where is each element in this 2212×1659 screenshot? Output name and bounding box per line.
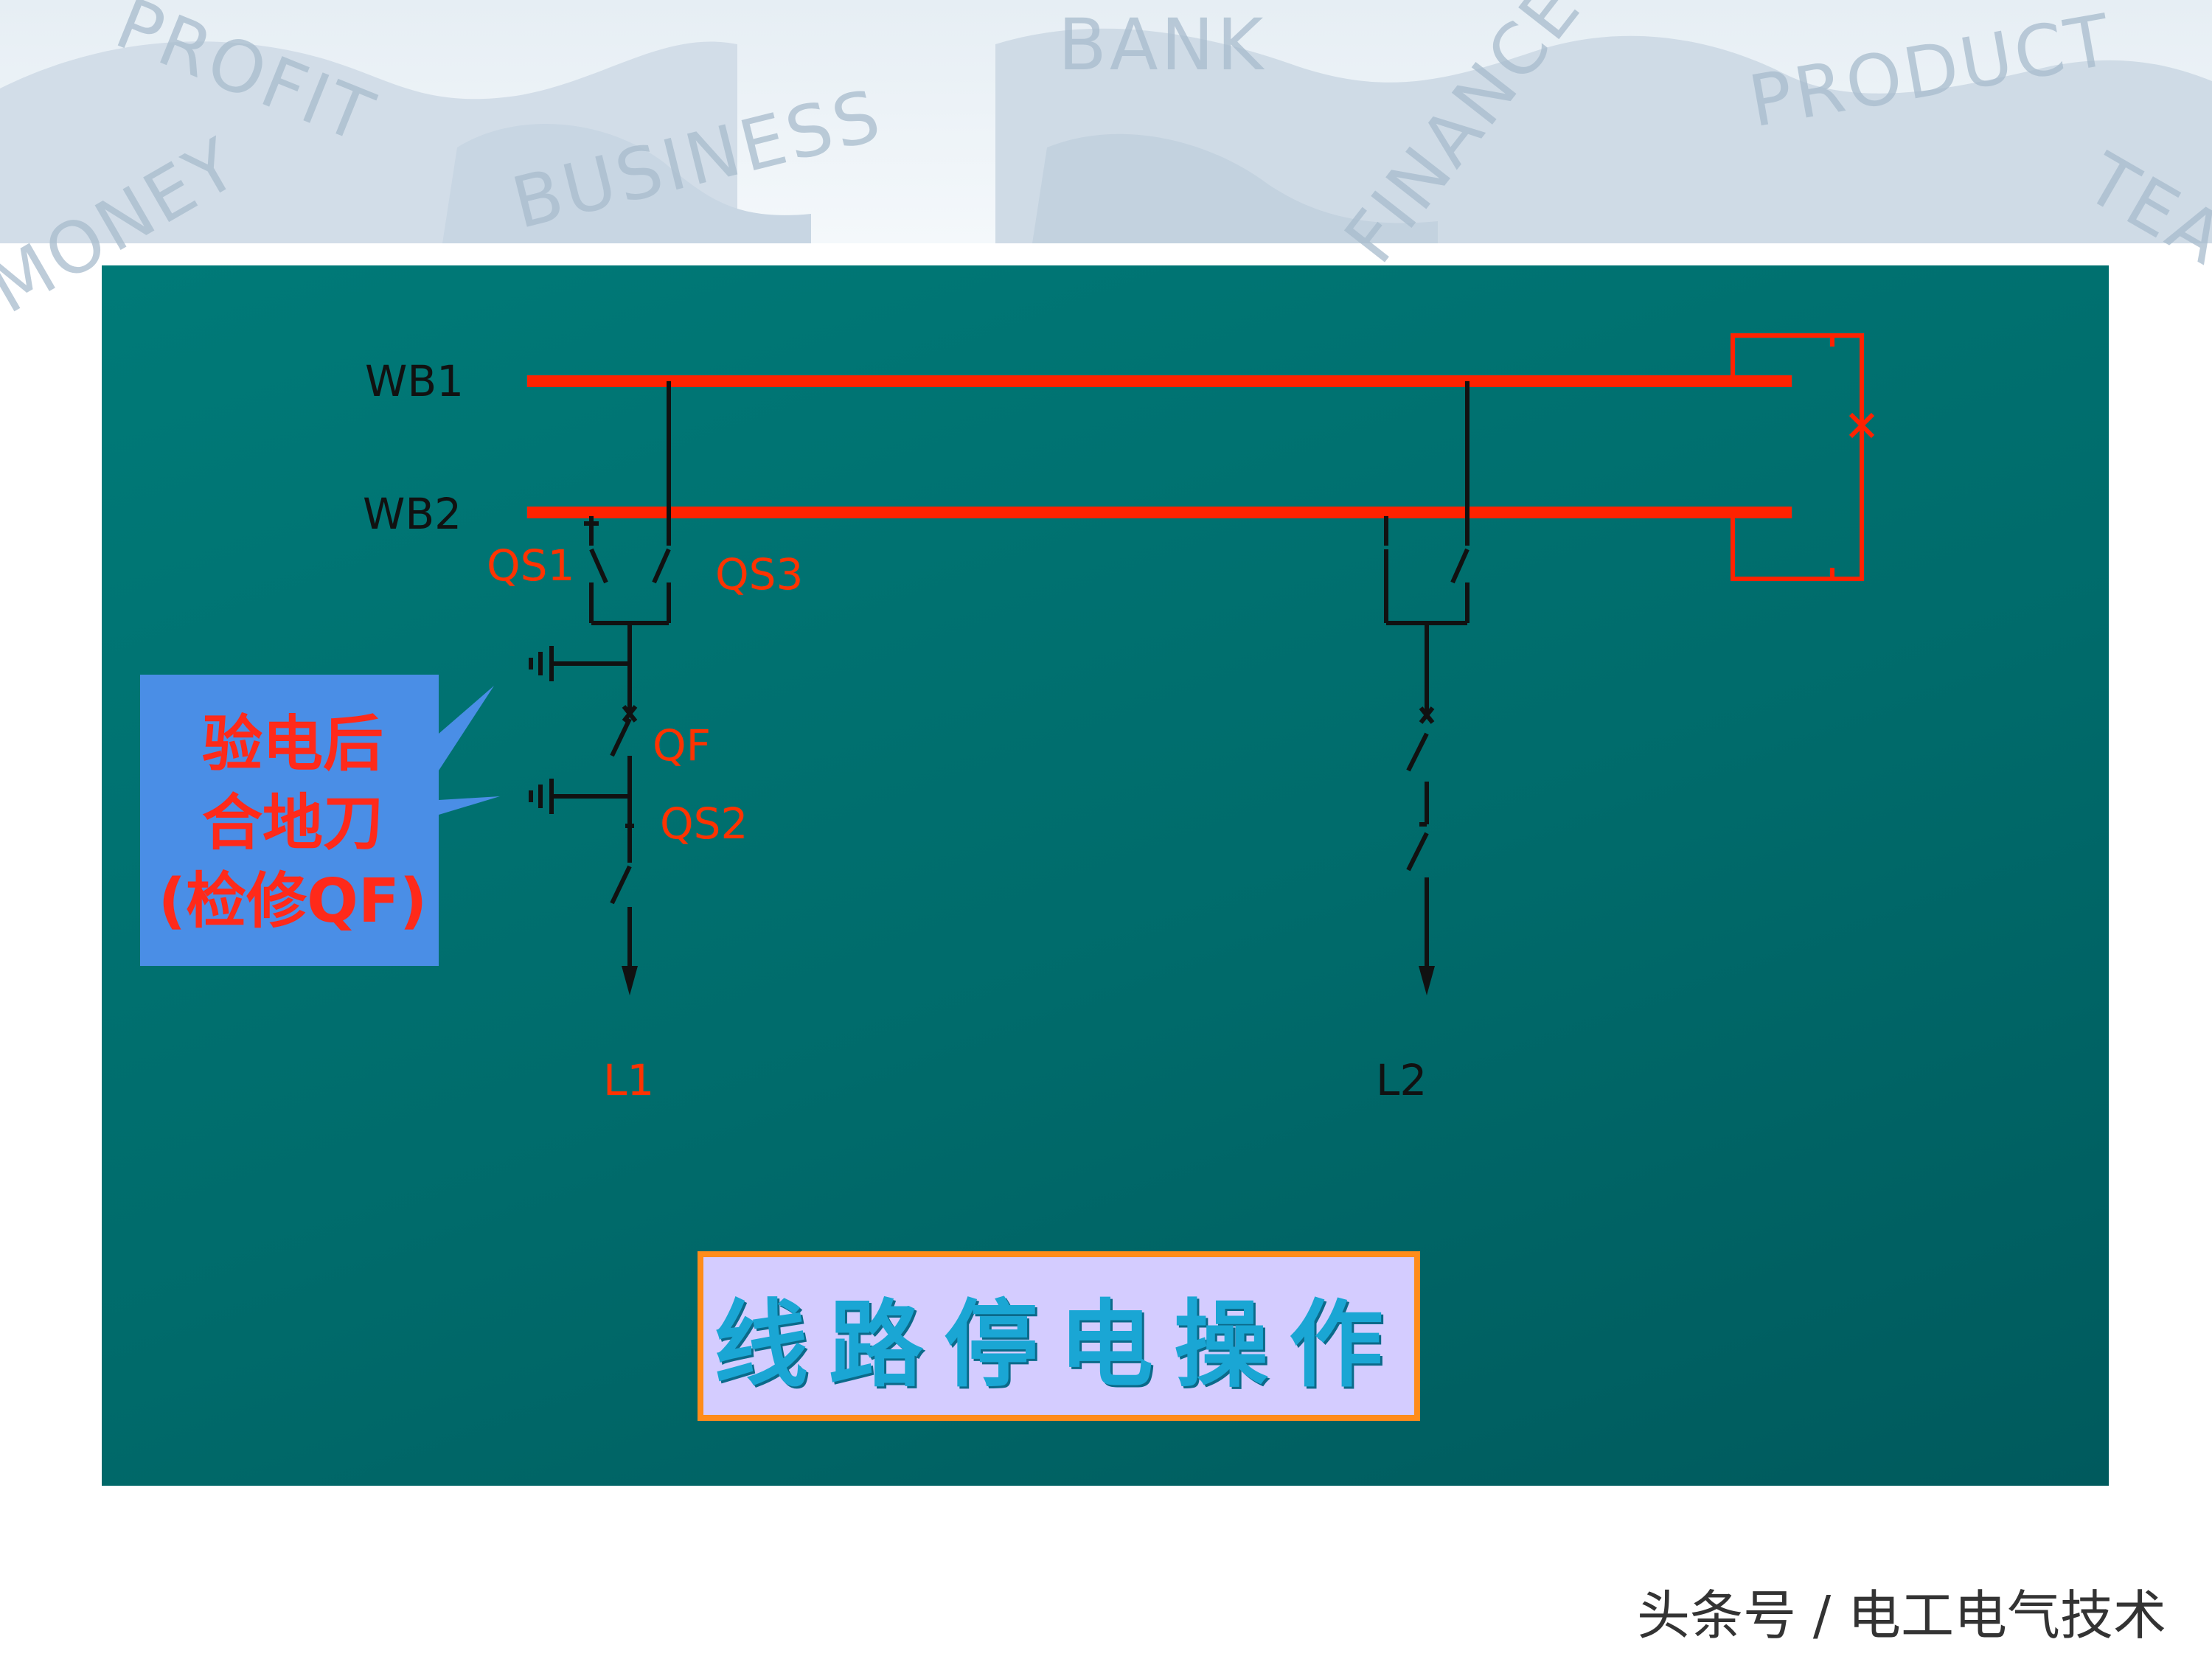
header-banner: PROFIT BUSINESS BANK FINANCE PRODUCT MON… — [0, 0, 2212, 330]
diagram-title: 线路停电操作 — [713, 1290, 1404, 1400]
feeder-label-l2: L2 — [1376, 1055, 1427, 1105]
callout-line: (检修QF) — [158, 866, 428, 937]
feeder-l2 — [1384, 381, 1470, 995]
bus-coupler — [1731, 333, 1875, 581]
title-box: 线路停电操作 — [698, 1251, 1420, 1421]
switch-label-qs2: QS2 — [660, 799, 748, 849]
feeder-l1 — [529, 381, 671, 995]
callout-line: 验电后 — [201, 709, 383, 780]
footer-credit: 头条号 / 电工电气技术 — [1636, 1585, 2166, 1646]
callout-text: 验电后 合地刀 (检修QF) — [142, 687, 444, 960]
world-map-background — [0, 0, 2212, 243]
breaker-label-qf: QF — [653, 720, 712, 771]
feeder-label-l1: L1 — [603, 1055, 655, 1105]
callout-line: 合地刀 — [201, 787, 383, 858]
busbar-label-wb1: WB1 — [365, 356, 465, 406]
callout-box — [140, 675, 500, 966]
switch-label-qs3: QS3 — [715, 549, 804, 599]
watermark-bank: BANK — [1058, 4, 1267, 86]
switch-label-qs1: QS1 — [487, 540, 575, 591]
busbar-label-wb2: WB2 — [363, 489, 462, 539]
